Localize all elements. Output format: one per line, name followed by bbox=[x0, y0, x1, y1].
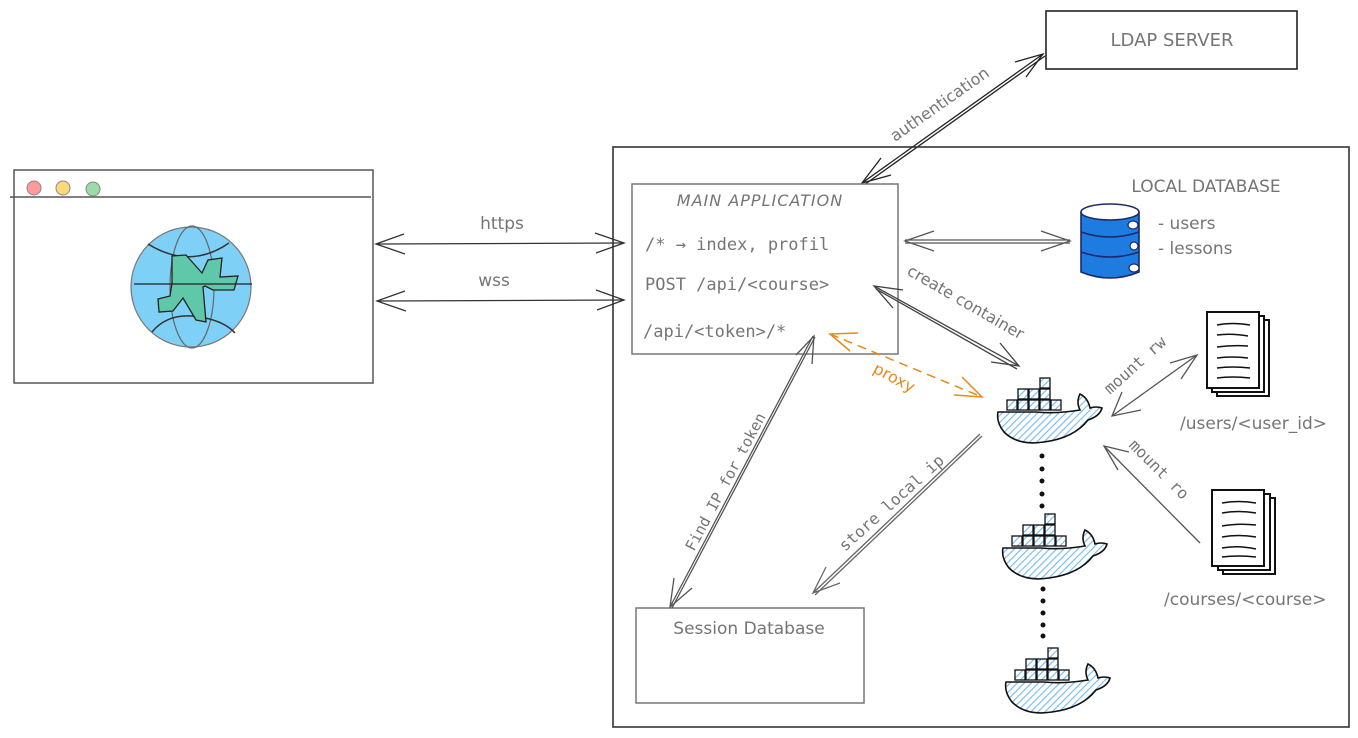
docker-container-icon-1 bbox=[996, 377, 1103, 444]
proxy-arrow bbox=[828, 332, 984, 398]
browser-window bbox=[10, 169, 374, 384]
window-dot-green bbox=[85, 181, 101, 197]
server-frame bbox=[612, 146, 1350, 728]
mount-rw-arrow bbox=[1110, 353, 1199, 417]
wss-arrow bbox=[375, 289, 626, 312]
find-ip-arrow bbox=[669, 334, 816, 609]
wss-label: wss bbox=[478, 271, 510, 291]
https-label: https bbox=[480, 214, 524, 234]
route-index: /* → index, profil bbox=[645, 235, 829, 255]
main-application-title: MAIN APPLICATION bbox=[677, 191, 843, 210]
create-container-label: create container bbox=[904, 261, 1028, 344]
mount-ro-arrow bbox=[1102, 445, 1201, 544]
window-dot-red bbox=[26, 180, 42, 196]
ldap-server-box bbox=[1045, 10, 1298, 70]
ldap-server-label: LDAP SERVER bbox=[1111, 30, 1234, 51]
docker-container-icon-2 bbox=[1001, 513, 1108, 580]
courses-volume-path: /courses/<course> bbox=[1164, 590, 1326, 610]
route-post-course: POST /api/<course> bbox=[645, 275, 829, 295]
authentication-arrow bbox=[860, 52, 1046, 186]
session-database-box bbox=[635, 607, 865, 704]
main-application-box bbox=[631, 183, 899, 355]
create-container-arrow bbox=[872, 285, 1021, 370]
local-database-title: LOCAL DATABASE bbox=[1131, 177, 1280, 197]
store-local-ip-label: store local ip bbox=[835, 451, 948, 555]
store-local-ip-arrow bbox=[811, 433, 983, 596]
database-icon bbox=[1080, 203, 1140, 279]
courses-volume-document-icon bbox=[1211, 489, 1276, 575]
local-database-item-users: - users bbox=[1158, 214, 1216, 234]
find-ip-label: Find IP for token bbox=[682, 410, 770, 554]
https-arrow bbox=[374, 232, 626, 255]
mount-ro-label: mount ro bbox=[1125, 435, 1193, 503]
users-volume-path: /users/<user_id> bbox=[1180, 414, 1327, 434]
window-dot-yellow bbox=[55, 180, 71, 196]
local-database-item-lessons: - lessons bbox=[1158, 239, 1233, 259]
proxy-label: proxy bbox=[870, 359, 918, 397]
main-to-localdb-arrow bbox=[903, 230, 1072, 252]
mount-rw-label: mount rw bbox=[1100, 332, 1170, 398]
session-database-title: Session Database bbox=[673, 619, 824, 639]
users-volume-document-icon bbox=[1206, 311, 1270, 397]
docker-container-icon-3 bbox=[1004, 647, 1111, 714]
container-dotted-connector bbox=[1039, 453, 1046, 639]
globe-airplane-icon bbox=[130, 225, 252, 349]
route-token-proxy: /api/<token>/* bbox=[643, 322, 786, 342]
